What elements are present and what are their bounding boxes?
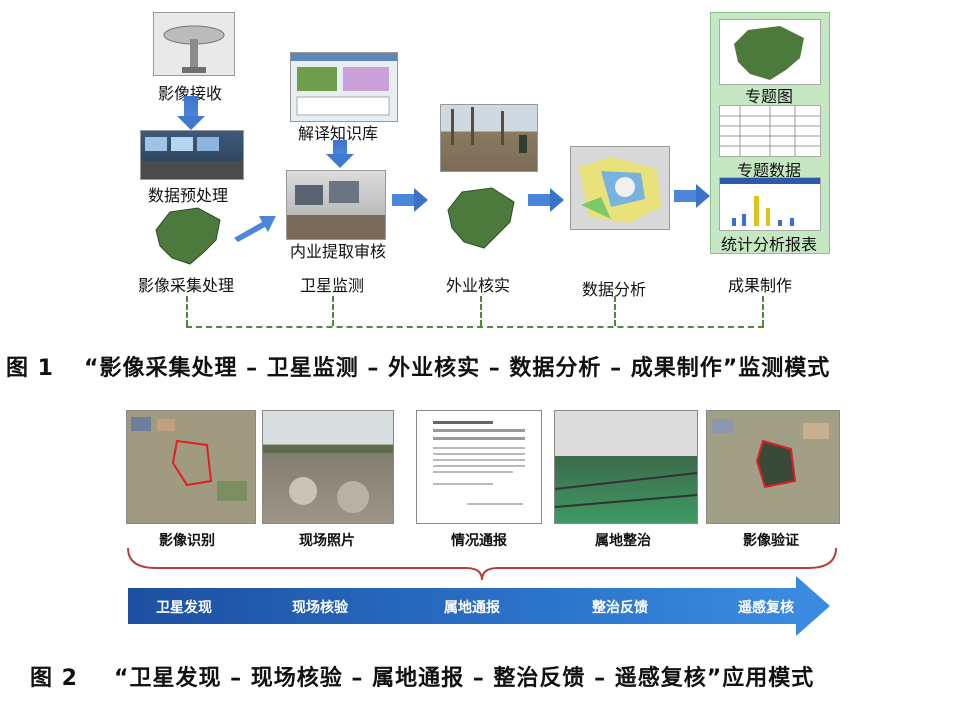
arrow-receive-to-preprocess	[177, 96, 205, 130]
photo-notice-document	[416, 410, 542, 524]
dashed-tick-4	[614, 296, 616, 326]
label-satellite: 卫星监测	[300, 276, 365, 295]
stats-chart-thumb	[719, 177, 821, 231]
dashed-tick-3	[480, 296, 482, 326]
label-analysis: 数据分析	[582, 280, 647, 299]
band-label-1: 卫星发现	[156, 600, 212, 616]
figure-2-number: 图 2	[30, 666, 78, 691]
photo-label-4: 属地整治	[595, 533, 651, 549]
curly-bracket	[127, 547, 837, 581]
label-thematic-map: 专题图	[745, 87, 794, 106]
photo-image-recognition	[126, 410, 256, 524]
label-interior-review: 内业提取审核	[290, 242, 387, 261]
label-field-verify: 外业核实	[446, 276, 511, 295]
arrow-analysis-to-output	[674, 184, 710, 208]
photo-label-2: 现场照片	[299, 533, 355, 549]
band-label-3: 属地通报	[444, 600, 500, 616]
arrow-collect-to-satellite	[232, 210, 280, 248]
label-receive: 影像接收	[158, 84, 223, 103]
photo-label-1: 影像识别	[159, 533, 215, 549]
arrow-knowledge-to-review	[326, 140, 354, 168]
dashed-tick-1	[186, 296, 188, 326]
arrow-field-to-analysis	[528, 188, 564, 212]
label-thematic-data: 专题数据	[737, 161, 802, 180]
arrow-satellite-to-field	[392, 188, 428, 212]
band-label-2: 现场核验	[292, 600, 348, 616]
beijing-map-field	[442, 186, 520, 252]
process-band-arrowhead	[796, 576, 830, 636]
label-stats-report: 统计分析报表	[721, 235, 818, 254]
photo-label-3: 情况通报	[451, 533, 507, 549]
office-photo	[286, 170, 386, 240]
photo-image-verification	[706, 410, 840, 524]
thematic-map-thumb	[719, 19, 821, 85]
output-panel: 专题图 专题数据 统计分析报表	[710, 12, 830, 254]
software-screenshot	[290, 52, 398, 122]
figure-2-caption: “卫星发现 – 现场核验 – 属地通报 – 整治反馈 – 遥感复核”应用模式	[114, 666, 815, 691]
band-label-5: 遥感复核	[738, 600, 794, 616]
label-output: 成果制作	[728, 276, 793, 295]
thematic-data-table-thumb	[719, 105, 821, 157]
control-room-image	[140, 130, 244, 180]
label-preprocess: 数据预处理	[148, 186, 229, 205]
process-band	[128, 588, 796, 624]
satellite-dish-image	[153, 12, 235, 76]
figure-1-caption: “影像采集处理 – 卫星监测 – 外业核实 – 数据分析 – 成果制作”监测模式	[84, 356, 831, 381]
band-label-4: 整治反馈	[592, 600, 648, 616]
figure-1-number: 图 1	[6, 356, 54, 381]
label-collect: 影像采集处理	[138, 276, 235, 295]
satellite-dish-icon	[163, 25, 225, 73]
beijing-map-collect	[150, 206, 226, 268]
photo-rectification	[554, 410, 698, 524]
photo-label-5: 影像验证	[743, 533, 799, 549]
label-knowledge-base: 解译知识库	[298, 124, 379, 143]
dashed-tick-2	[332, 296, 334, 326]
photo-site	[262, 410, 394, 524]
field-photo	[440, 104, 538, 172]
analysis-map	[570, 146, 670, 230]
dashed-tick-5	[762, 296, 764, 326]
dashed-connector	[186, 326, 764, 328]
